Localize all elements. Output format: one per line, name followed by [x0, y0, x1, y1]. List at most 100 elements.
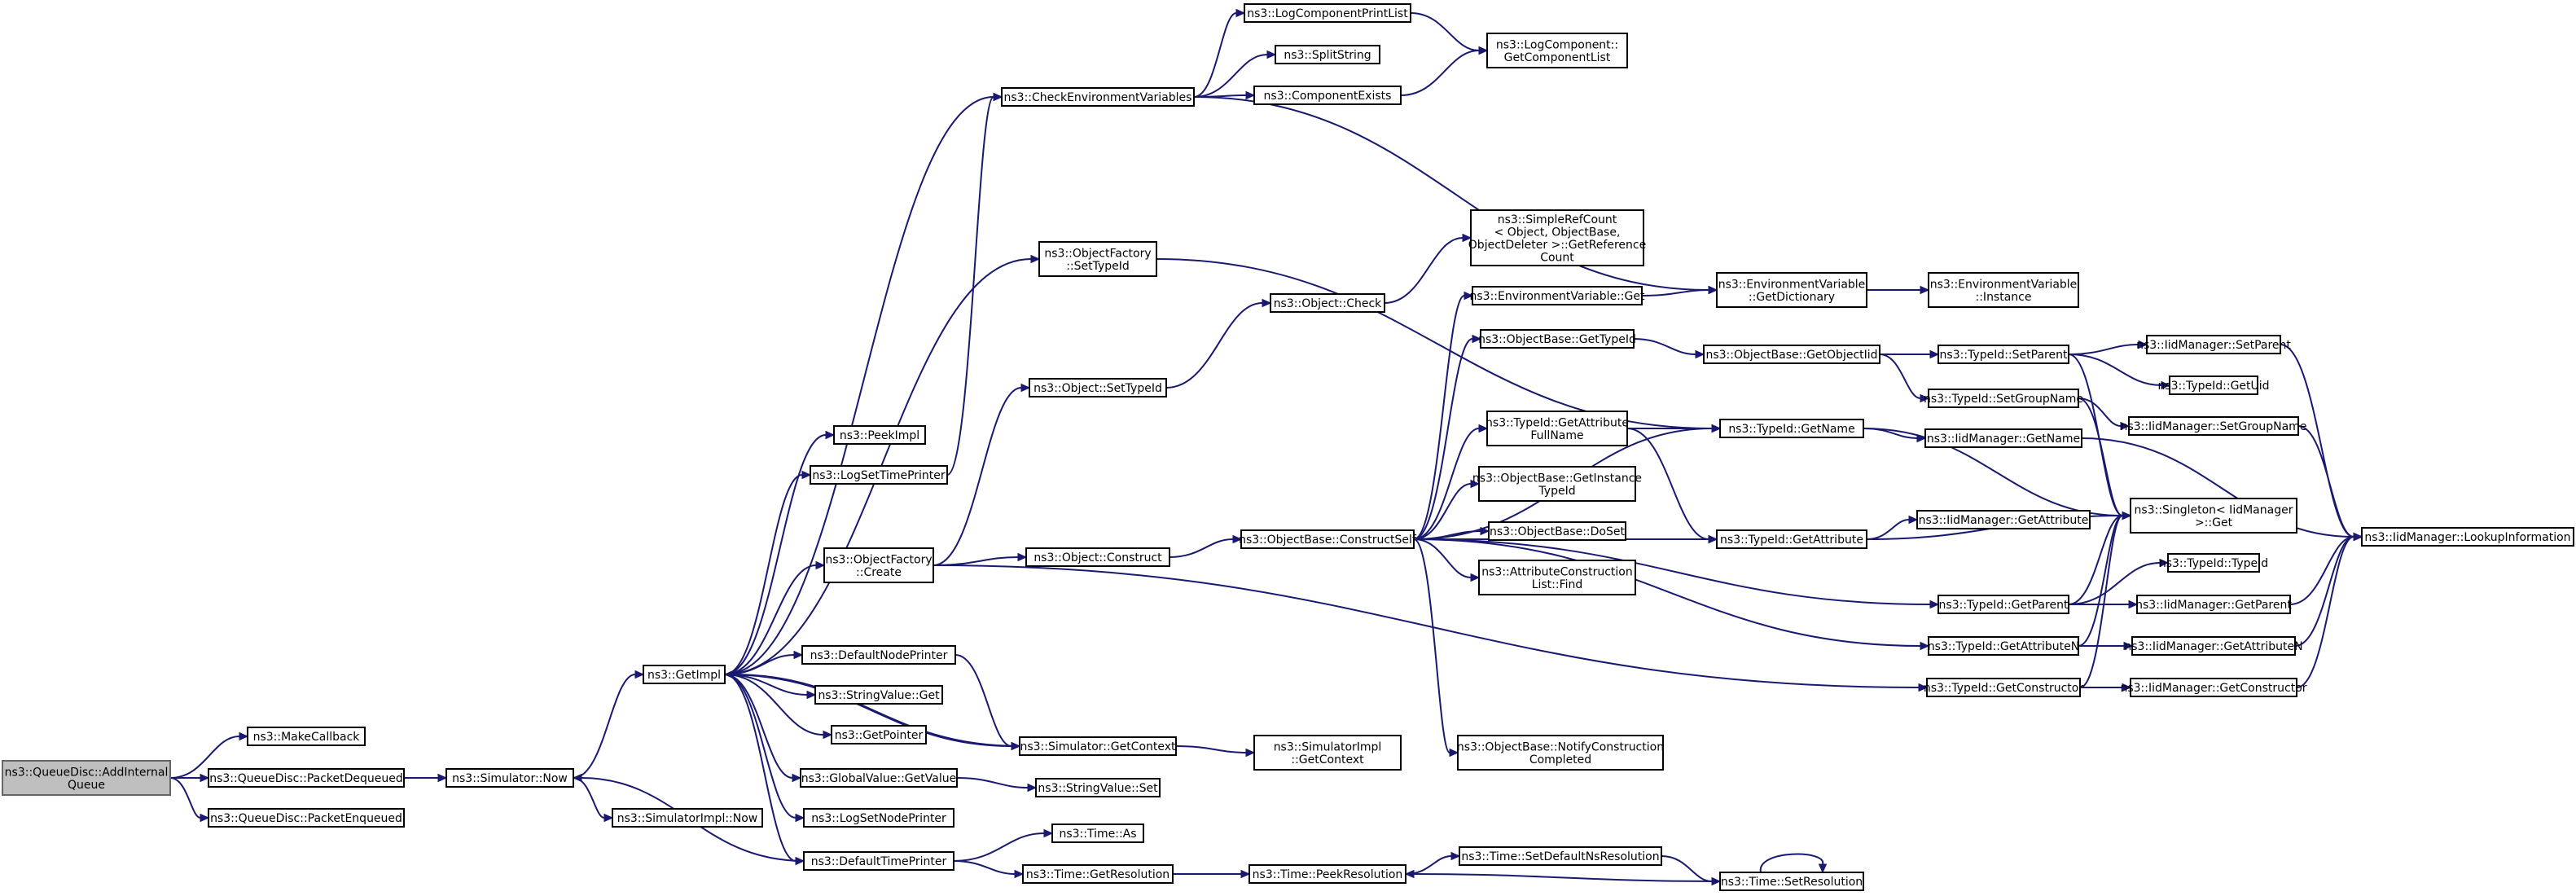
node-timeGetResolution[interactable]: ns3::Time::GetResolution: [1022, 864, 1174, 884]
edge-line: [933, 564, 1920, 688]
edge-arrowhead: [1450, 851, 1461, 861]
node-box: [1275, 45, 1380, 64]
node-objBaseGetObjectIid[interactable]: ns3::ObjectBase::GetObjectIid: [1703, 345, 1880, 364]
node-singletonGet[interactable]: ns3::Singleton< IidManager>::Get: [2130, 498, 2297, 534]
node-constructSelf[interactable]: ns3::ObjectBase::ConstructSelf: [1239, 529, 1417, 549]
node-objBaseGetTypeId[interactable]: ns3::ObjectBase::GetTypeId: [1478, 329, 1636, 349]
node-objectFactoryCreate[interactable]: ns3::ObjectFactory::Create: [823, 547, 934, 583]
node-simpleRefCount[interactable]: ns3::SimpleRefCount< Object, ObjectBase,…: [1468, 209, 1646, 266]
edge-arrowhead: [2122, 683, 2132, 692]
edge-arrowhead: [1472, 334, 1482, 344]
node-typeIdGetParent[interactable]: ns3::TypeId::GetParent: [1937, 595, 2069, 614]
node-label: ns3::Time::GetResolution: [1026, 868, 1170, 881]
node-logComponentGetList[interactable]: ns3::LogComponent::GetComponentList: [1486, 33, 1628, 68]
edge-arrowhead: [1478, 46, 1489, 55]
node-logComponentPrintList[interactable]: ns3::LogComponentPrintList: [1244, 3, 1411, 23]
node-logSetTimePrinter[interactable]: ns3::LogSetTimePrinter: [810, 465, 948, 485]
node-iidGetAttributeN[interactable]: ns3::IidManager::GetAttributeN: [2124, 636, 2303, 656]
edge-arrowhead: [1478, 424, 1489, 433]
edge-typeIdGetAttributeN-to-iidGetAttributeN: [2078, 641, 2134, 651]
node-typeIdGetAttribute[interactable]: ns3::TypeId::GetAttribute: [1716, 529, 1867, 549]
node-getPointer[interactable]: ns3::GetPointer: [831, 725, 927, 744]
node-timeAs[interactable]: ns3::Time::As: [1051, 824, 1144, 843]
edge-addInternalQueue-to-makeCallback: [169, 731, 249, 779]
node-notifyConstructionCompleted[interactable]: ns3::ObjectBase::NotifyConstructionCompl…: [1457, 735, 1664, 771]
node-peekImpl[interactable]: ns3::PeekImpl: [833, 425, 926, 445]
node-logSetNodePrinter[interactable]: ns3::LogSetNodePrinter: [803, 808, 954, 828]
node-box: [2169, 376, 2258, 395]
node-stringValueSet[interactable]: ns3::StringValue::Set: [1035, 778, 1161, 797]
edge-timeSetResolution-to-timeSetResolution: [1759, 853, 1828, 874]
node-label: ns3::ObjectBase::ConstructSelf: [1239, 534, 1417, 547]
node-typeIdGetUid[interactable]: ns3::TypeId::GetUid: [2157, 376, 2270, 395]
node-iidGetName[interactable]: ns3::IidManager::GetName: [1924, 428, 2082, 448]
edge-line: [2078, 397, 2122, 427]
node-box: [831, 725, 927, 744]
node-iidGetAttribute[interactable]: ns3::IidManager::GetAttribute: [1916, 510, 2091, 529]
edge-arrowhead: [815, 560, 826, 570]
edge-arrowhead: [1027, 783, 1038, 793]
edge-arrowhead: [1711, 424, 1722, 433]
edge-line: [724, 434, 827, 675]
node-label: ns3::AttributeConstruction: [1481, 565, 1632, 578]
node-iidSetParent[interactable]: ns3::IidManager::SetParent: [2136, 335, 2291, 354]
node-timePeekResolution[interactable]: ns3::Time::PeekResolution: [1249, 864, 1406, 884]
node-simulatorImplNow[interactable]: ns3::SimulatorImpl::Now: [612, 808, 763, 828]
edge-arrowhead: [2353, 532, 2363, 542]
edge-line: [1400, 50, 1480, 96]
node-objectConstruct[interactable]: ns3::Object::Construct: [1025, 547, 1170, 567]
node-label: GetComponentList: [1504, 51, 1611, 64]
node-objBaseDoSet[interactable]: ns3::ObjectBase::DoSet: [1488, 521, 1626, 541]
node-typeIdSetGroupName[interactable]: ns3::TypeId::SetGroupName: [1924, 389, 2083, 408]
edge-line: [1759, 853, 1824, 873]
node-simImplGetContext[interactable]: ns3::SimulatorImpl::GetContext: [1253, 735, 1402, 771]
node-setDefaultNsResolution[interactable]: ns3::Time::SetDefaultNsResolution: [1459, 846, 1662, 866]
node-defaultNodePrinter[interactable]: ns3::DefaultNodePrinter: [801, 645, 956, 665]
node-stringValueGet[interactable]: ns3::StringValue::Get: [814, 685, 943, 705]
node-simGetContext[interactable]: ns3::Simulator::GetContext: [1019, 736, 1177, 756]
node-splitString[interactable]: ns3::SplitString: [1275, 45, 1380, 64]
node-timeSetResolution[interactable]: ns3::Time::SetResolution: [1719, 872, 1864, 891]
node-simulatorNow[interactable]: ns3::Simulator::Now: [445, 768, 574, 788]
node-iidSetGroupName[interactable]: ns3::IidManager::SetGroupName: [2121, 416, 2307, 436]
edge-arrowhead: [1245, 748, 1256, 758]
node-iidGetParent[interactable]: ns3::IidManager::GetParent: [2135, 595, 2292, 614]
node-typeIdTypeId[interactable]: ns3::TypeId::TypeId: [2159, 553, 2268, 573]
edge-arrowhead: [1404, 869, 1415, 879]
node-box: [1928, 272, 2079, 308]
node-envVarInstance[interactable]: ns3::EnvironmentVariable::Instance: [1928, 272, 2079, 308]
node-makeCallback[interactable]: ns3::MakeCallback: [247, 727, 366, 746]
edge-line: [1633, 338, 1696, 355]
node-getImpl[interactable]: ns3::GetImpl: [643, 665, 726, 684]
node-defaultTimePrinter[interactable]: ns3::DefaultTimePrinter: [803, 851, 954, 871]
node-objectSetTypeId[interactable]: ns3::Object::SetTypeId: [1029, 378, 1167, 397]
node-checkEnvVars[interactable]: ns3::CheckEnvironmentVariables: [1001, 87, 1195, 107]
node-box: [1253, 86, 1402, 105]
node-box: [803, 851, 954, 871]
node-label: Completed: [1529, 753, 1591, 766]
node-typeIdGetConstructor[interactable]: ns3::TypeId::GetConstructor: [1924, 678, 2083, 697]
node-box: [1716, 272, 1867, 308]
node-box: [1240, 529, 1415, 549]
node-globalValueGetValue[interactable]: ns3::GlobalValue::GetValue: [800, 768, 958, 788]
node-envVarGet[interactable]: ns3::EnvironmentVariable::Get: [1470, 286, 1645, 305]
edge-line: [1193, 96, 1709, 291]
node-typeIdSetParent[interactable]: ns3::TypeId::SetParent: [1937, 345, 2069, 364]
node-objectCheck[interactable]: ns3::Object::Check: [1270, 293, 1385, 313]
node-packetDequeued[interactable]: ns3::QueueDisc::PacketDequeued: [208, 768, 405, 788]
node-objectFactorySetTypeId[interactable]: ns3::ObjectFactory::SetTypeId: [1038, 241, 1157, 277]
node-envVarGetDictionary[interactable]: ns3::EnvironmentVariable::GetDictionary: [1716, 272, 1867, 308]
node-iidLookupInformation[interactable]: ns3::IidManager::LookupInformation: [2361, 527, 2574, 547]
edge-defaultTimePrinter-to-timeGetResolution: [953, 860, 1025, 879]
node-iidGetConstructor[interactable]: ns3::IidManager::GetConstructor: [2120, 678, 2307, 697]
node-typeIdGetAttributeN[interactable]: ns3::TypeId::GetAttributeN: [1928, 636, 2079, 656]
node-typeIdGetName[interactable]: ns3::TypeId::GetName: [1719, 419, 1864, 438]
node-componentExists[interactable]: ns3::ComponentExists: [1253, 86, 1402, 105]
edge-arrowhead: [1470, 479, 1481, 489]
node-packetEnqueued[interactable]: ns3::QueueDisc::PacketEnqueued: [208, 808, 405, 828]
edge-arrowhead: [2159, 558, 2170, 568]
